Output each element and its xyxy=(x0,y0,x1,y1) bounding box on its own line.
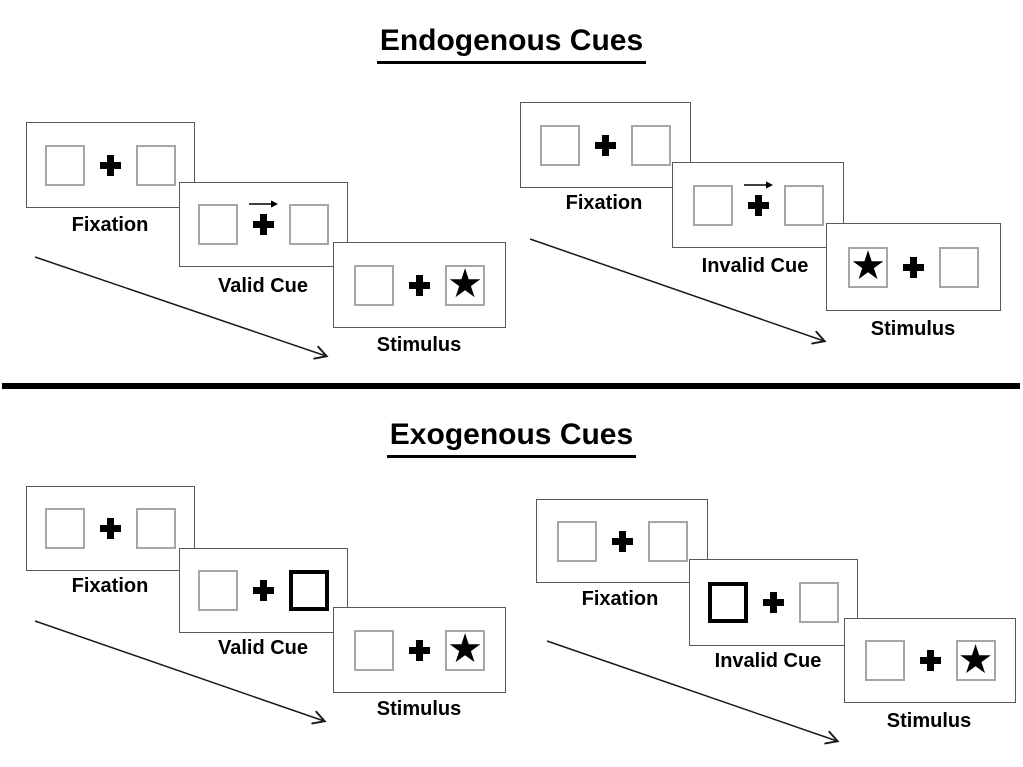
left-placeholder-box xyxy=(864,640,905,681)
fixation-cross-wrap xyxy=(763,592,784,613)
endogenous-valid-timeline-arrow xyxy=(34,256,329,360)
exogenous-valid-stimulus-panel: ★ xyxy=(333,607,506,693)
star-icon: ★ xyxy=(850,244,886,288)
fixation-cross-icon xyxy=(903,256,924,278)
fixation-cross-wrap xyxy=(249,200,278,235)
right-placeholder-box xyxy=(939,246,979,288)
fixation-cross-wrap xyxy=(253,580,274,601)
trial-label: Invalid Cue xyxy=(701,255,809,277)
fixation-cross-icon xyxy=(253,214,274,235)
fixation-cross-icon xyxy=(409,639,430,661)
right-placeholder-box xyxy=(136,508,176,549)
fixation-cross-wrap xyxy=(743,180,773,216)
fixation-cross-wrap xyxy=(409,639,430,661)
fixation-cross-icon xyxy=(747,194,769,216)
endogenous-invalid-timeline-arrow xyxy=(529,238,827,345)
star-target-box: ★ xyxy=(445,627,485,671)
right-placeholder-box xyxy=(289,204,329,245)
exogenous-valid-timeline-arrow xyxy=(34,620,327,725)
endogenous-invalid-cue-panel xyxy=(672,162,844,248)
fixation-cross-wrap xyxy=(595,134,616,156)
fixation-cross-icon xyxy=(919,650,941,671)
fixation-cross-wrap xyxy=(919,650,941,671)
left-placeholder-box xyxy=(354,264,394,306)
fixation-cross-wrap xyxy=(100,518,121,539)
fixation-cross-icon xyxy=(100,518,121,539)
star-icon: ★ xyxy=(447,627,483,671)
endogenous-invalid-fixation-panel xyxy=(520,102,691,188)
star-target-box: ★ xyxy=(445,262,485,306)
exogenous-valid-fixation-panel xyxy=(26,486,195,571)
exogenous-invalid-timeline-arrow xyxy=(546,640,840,745)
exogenous-invalid-stimulus-panel: ★ xyxy=(844,618,1016,703)
bold-cue-box xyxy=(289,570,329,611)
fixation-cross-icon xyxy=(595,134,616,156)
endogenous-valid-fixation-panel xyxy=(26,122,195,208)
trial-label: Fixation xyxy=(71,575,149,597)
star-target-box: ★ xyxy=(848,244,888,288)
left-placeholder-box xyxy=(198,570,238,611)
trial-label: Valid Cue xyxy=(217,637,309,659)
exogenous-invalid-cue-panel xyxy=(689,559,858,646)
left-placeholder-box xyxy=(198,204,238,245)
star-target-box: ★ xyxy=(955,637,996,682)
right-placeholder-box xyxy=(136,144,176,186)
fixation-cross-icon xyxy=(100,154,121,176)
star-icon: ★ xyxy=(447,262,483,306)
right-placeholder-box xyxy=(647,520,688,562)
trial-label: Invalid Cue xyxy=(714,650,822,672)
left-placeholder-box xyxy=(354,629,394,671)
endogenous-valid-cue-panel xyxy=(179,182,348,267)
right-placeholder-box xyxy=(783,184,824,226)
trial-label: Stimulus xyxy=(376,334,462,356)
left-placeholder-box xyxy=(45,508,85,549)
trial-label: Fixation xyxy=(581,588,659,610)
right-arrow-icon xyxy=(743,180,773,189)
bold-cue-box xyxy=(708,582,748,623)
trial-label: Valid Cue xyxy=(217,275,309,297)
fixation-cross-icon xyxy=(611,530,633,552)
left-placeholder-box xyxy=(45,144,85,186)
trial-label: Fixation xyxy=(565,192,643,214)
left-placeholder-box xyxy=(540,124,580,166)
trial-label: Stimulus xyxy=(870,318,956,340)
fixation-cross-icon xyxy=(409,274,430,296)
fixation-cross-icon xyxy=(763,592,784,613)
fixation-cross-wrap xyxy=(100,154,121,176)
endogenous-valid-stimulus-panel: ★ xyxy=(333,242,506,328)
right-placeholder-box xyxy=(631,124,671,166)
fixation-cross-wrap xyxy=(409,274,430,296)
right-arrow-icon xyxy=(249,200,278,208)
trial-label: Stimulus xyxy=(376,698,462,720)
endogenous-section-title: Endogenous Cues xyxy=(376,23,647,64)
fixation-cross-wrap xyxy=(903,256,924,278)
trial-label: Stimulus xyxy=(886,710,972,732)
endogenous-title-row: Endogenous Cues xyxy=(0,23,1023,64)
fixation-cross-icon xyxy=(253,580,274,601)
left-placeholder-box xyxy=(692,184,733,226)
fixation-cross-wrap xyxy=(611,530,633,552)
exogenous-invalid-fixation-panel xyxy=(536,499,708,583)
right-placeholder-box xyxy=(799,582,839,623)
exogenous-section-title: Exogenous Cues xyxy=(386,417,637,458)
star-icon: ★ xyxy=(957,637,994,682)
trial-label: Fixation xyxy=(71,214,149,236)
section-divider xyxy=(2,383,1020,389)
endogenous-invalid-stimulus-panel: ★ xyxy=(826,223,1001,311)
exogenous-title-row: Exogenous Cues xyxy=(0,417,1023,458)
left-placeholder-box xyxy=(556,520,597,562)
exogenous-valid-cue-panel xyxy=(179,548,348,633)
